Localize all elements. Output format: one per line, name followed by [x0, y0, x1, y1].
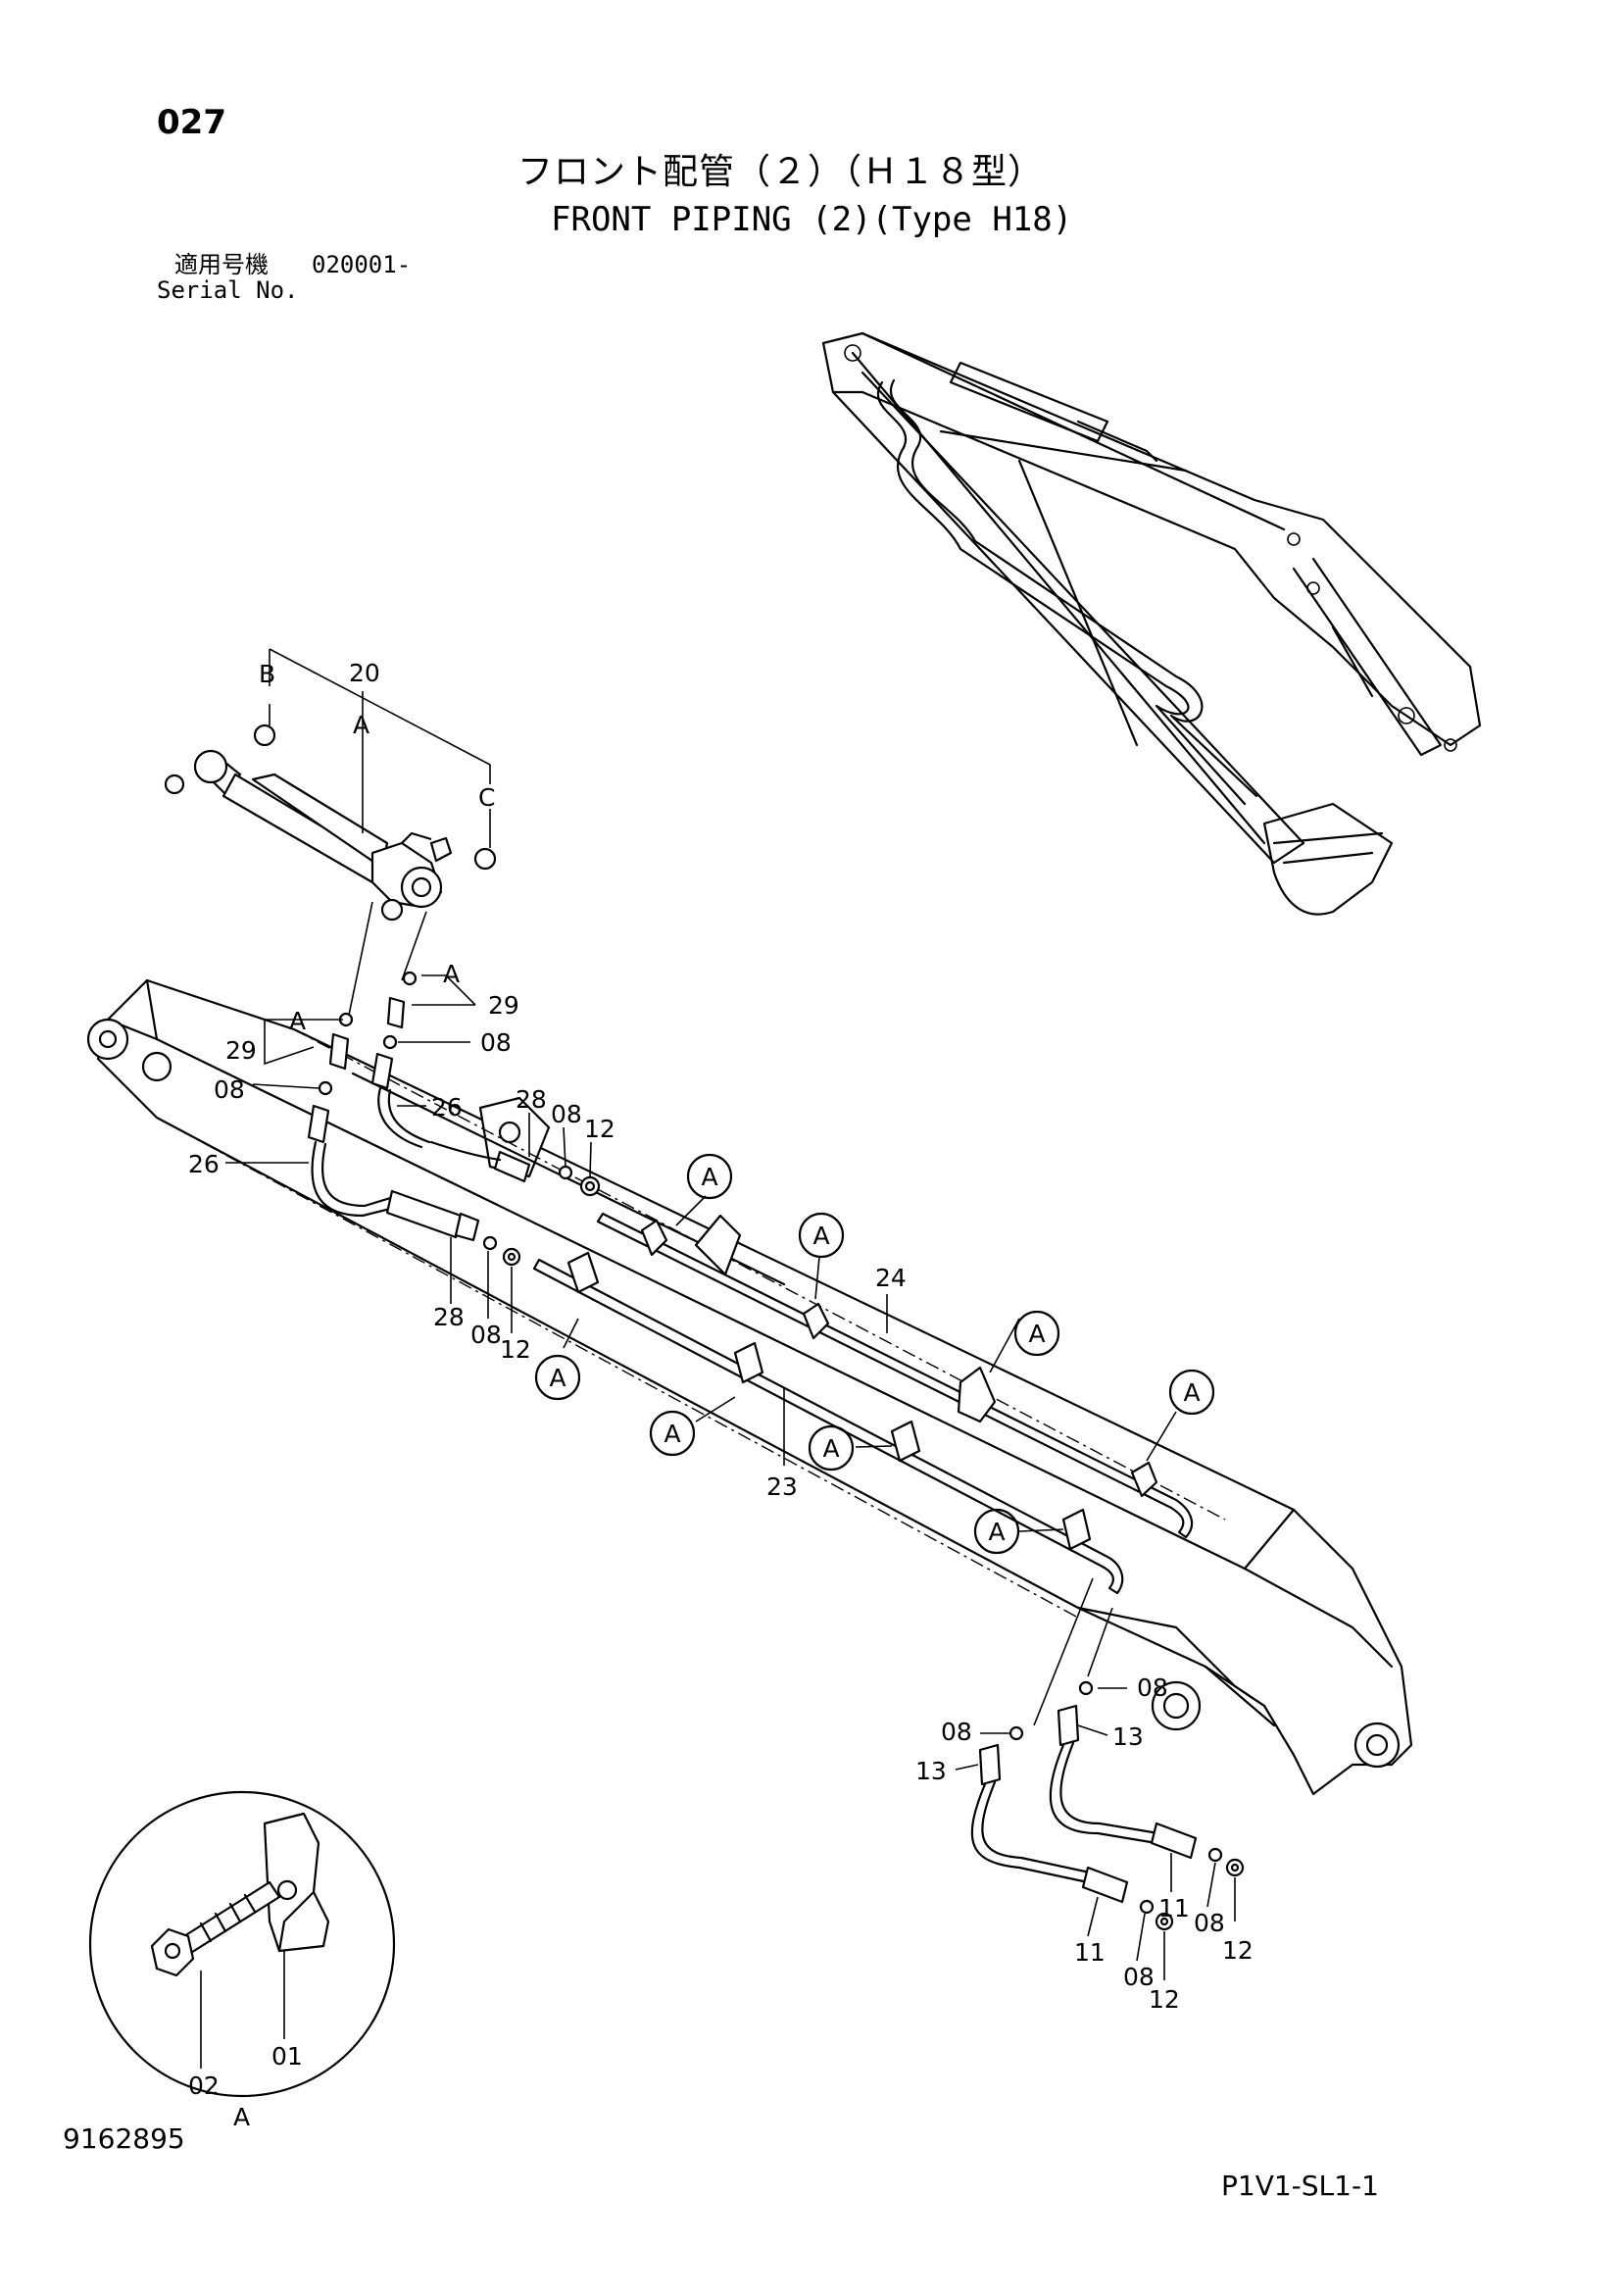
callout-08-bottom: 08 [470, 1321, 502, 1349]
leader-a-5 [855, 1445, 893, 1448]
page-title-english: FRONT PIPING (2)(Type H18) [551, 200, 1073, 239]
callout-26-right: 26 [431, 1093, 463, 1122]
label-a-fitting-left: A [289, 1007, 306, 1035]
leader-08-lower-left [1136, 1913, 1146, 1962]
detail-view-label: A [233, 2103, 250, 2131]
callout-28-bottom: 28 [433, 1303, 465, 1331]
callout-26-left: 26 [188, 1150, 220, 1178]
svg-text:A: A [1183, 1378, 1200, 1407]
label-a-fitting-right: A [443, 960, 460, 988]
callout-29-right: 29 [488, 991, 519, 1020]
callout-12-lower-left: 12 [1149, 1985, 1180, 2014]
callout-12-bottom: 12 [500, 1335, 531, 1364]
leader-11-left [1087, 1896, 1099, 1937]
callout-28-top: 28 [516, 1085, 547, 1114]
leader-a-1 [675, 1195, 707, 1226]
callout-08-lower-right: 08 [1194, 1909, 1225, 1937]
leader-a-2 [814, 1256, 820, 1300]
leader-08-top [563, 1126, 566, 1168]
left-hose-fittings [307, 971, 601, 1267]
callout-08-top: 08 [551, 1100, 582, 1128]
callout-08-right: 08 [480, 1028, 512, 1057]
centerline-guide-1 [156, 1117, 1079, 1619]
bracket-29-left [264, 1019, 343, 1066]
leader-a-7 [1146, 1411, 1177, 1462]
leader-08-lower-right [1206, 1862, 1216, 1908]
page-number: 027 [157, 103, 226, 142]
reference-circle-a-8: A [973, 1508, 1020, 1555]
label-b: B [259, 660, 275, 688]
svg-text:A: A [812, 1222, 829, 1250]
callout-24: 24 [875, 1264, 907, 1292]
excavator-arm-overview-illustration [821, 331, 1482, 916]
reference-circle-a-7: A [808, 1424, 855, 1472]
leader-13-right [1077, 1724, 1108, 1736]
reference-circle-a-2: A [798, 1212, 845, 1259]
pipe-route-line-right [401, 911, 427, 981]
serial-label-english: Serial No. [157, 276, 299, 304]
sheet-code: P1V1-SL1-1 [1221, 2170, 1379, 2202]
callout-23: 23 [766, 1472, 798, 1501]
label-c: C [478, 783, 495, 812]
arm-cylinder-assembly [164, 724, 497, 922]
callout-11-right: 11 [1158, 1894, 1190, 1922]
callout-08-left: 08 [214, 1075, 245, 1104]
callout-01: 01 [271, 2042, 303, 2071]
callout-12-top: 12 [584, 1115, 615, 1143]
leader-13-left [955, 1764, 979, 1771]
callout-bracket-20 [269, 648, 491, 784]
centerline-guide-2 [293, 1028, 1226, 1521]
callout-13-left: 13 [915, 1757, 947, 1785]
leader-a-3 [563, 1318, 579, 1349]
callout-20: 20 [349, 659, 380, 687]
serial-number-value: 020001- [312, 251, 412, 278]
leader-12-top [589, 1141, 592, 1177]
leader-08-left [252, 1083, 320, 1089]
svg-text:A: A [1028, 1320, 1045, 1348]
drawing-number: 9162895 [63, 2122, 185, 2155]
reference-circle-a-6: A [649, 1410, 696, 1457]
callout-13-right: 13 [1112, 1722, 1144, 1751]
label-a-cylinder: A [353, 711, 369, 739]
callout-08-right-mid: 08 [941, 1718, 972, 1746]
svg-text:A: A [549, 1364, 566, 1392]
lower-right-hoses [970, 1577, 1245, 1931]
pipe-23 [532, 1251, 1124, 1595]
callout-08-right-upper: 08 [1137, 1673, 1168, 1702]
leader-a-8 [1018, 1528, 1064, 1532]
callout-29-left: 29 [225, 1036, 257, 1065]
leader-a-6 [989, 1318, 1020, 1373]
svg-text:A: A [988, 1518, 1005, 1546]
leader-a-4 [695, 1396, 736, 1423]
pipe-24 [596, 1212, 1194, 1539]
callout-12-lower-right: 12 [1222, 1936, 1254, 1965]
bracket-29-right [412, 974, 476, 1006]
callout-08-lower-left: 08 [1123, 1963, 1155, 1991]
callout-02: 02 [188, 2071, 220, 2100]
svg-text:A: A [701, 1163, 717, 1191]
svg-text:A: A [664, 1420, 680, 1448]
serial-label-japanese: 適用号機 [174, 251, 269, 278]
pipe-route-line-left [347, 901, 373, 1021]
detail-view-a [88, 1790, 396, 2098]
reference-circle-a-4: A [1168, 1369, 1215, 1416]
page-title-japanese: フロント配管（２）（Ｈ１８型） [517, 152, 1045, 192]
svg-text:A: A [822, 1434, 839, 1463]
reference-circle-a-1: A [686, 1153, 733, 1200]
reference-circle-a-3: A [1013, 1310, 1060, 1357]
callout-11-left: 11 [1074, 1938, 1106, 1967]
reference-circle-a-5: A [534, 1354, 581, 1401]
